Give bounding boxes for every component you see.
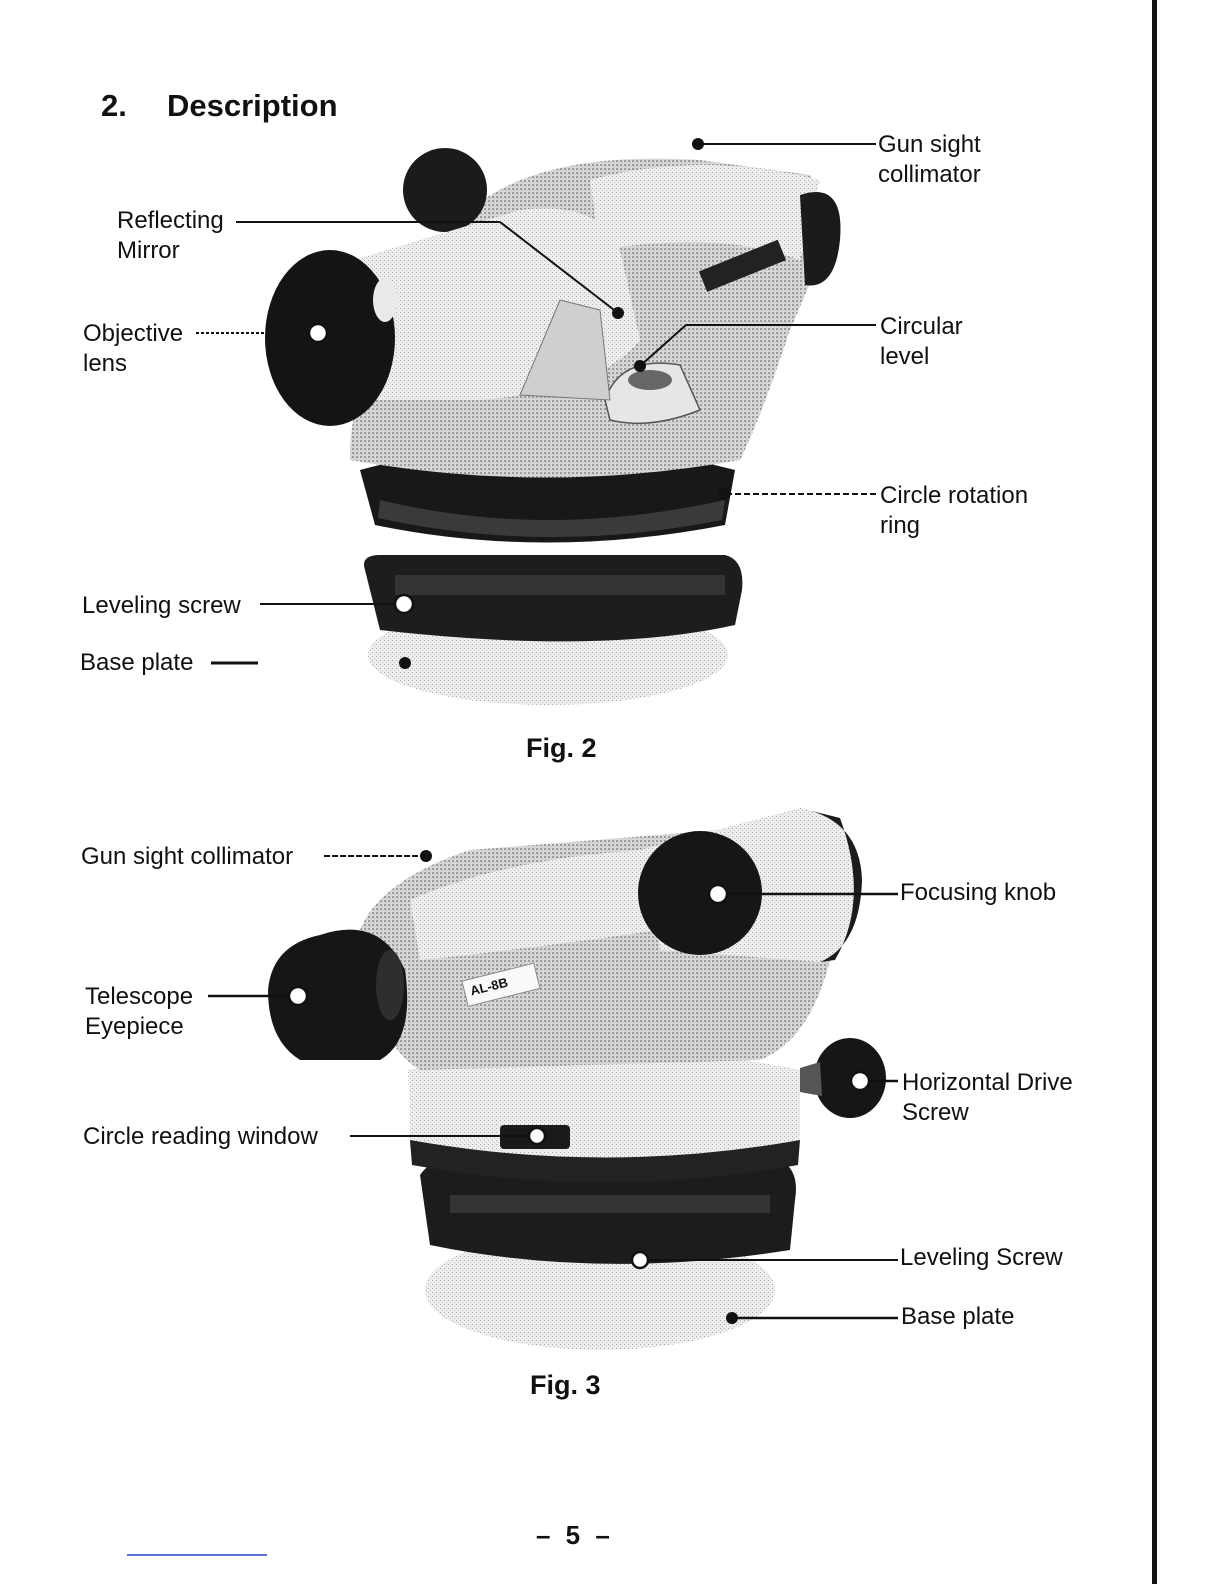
page-number: – 5 – (536, 1520, 614, 1551)
label-telescope-eyepiece: Telescope Eyepiece (85, 982, 193, 1042)
label-line: Horizontal Drive (902, 1068, 1073, 1098)
label-gun-sight-collimator-fig3: Gun sight collimator (81, 842, 293, 872)
label-horizontal-drive-screw: Horizontal Drive Screw (902, 1068, 1073, 1128)
label-circle-reading-window: Circle reading window (83, 1122, 318, 1152)
label-line: Telescope (85, 982, 193, 1012)
footer-underline (127, 1554, 267, 1556)
figure-3-caption: Fig. 3 (530, 1370, 601, 1401)
label-base-plate-fig3: Base plate (901, 1302, 1014, 1332)
label-leveling-screw-fig3: Leveling Screw (900, 1243, 1063, 1273)
fig3-instrument (268, 808, 886, 1350)
label-line: Screw (902, 1098, 1073, 1128)
label-line: Eyepiece (85, 1012, 193, 1042)
label-focusing-knob: Focusing knob (900, 878, 1056, 908)
